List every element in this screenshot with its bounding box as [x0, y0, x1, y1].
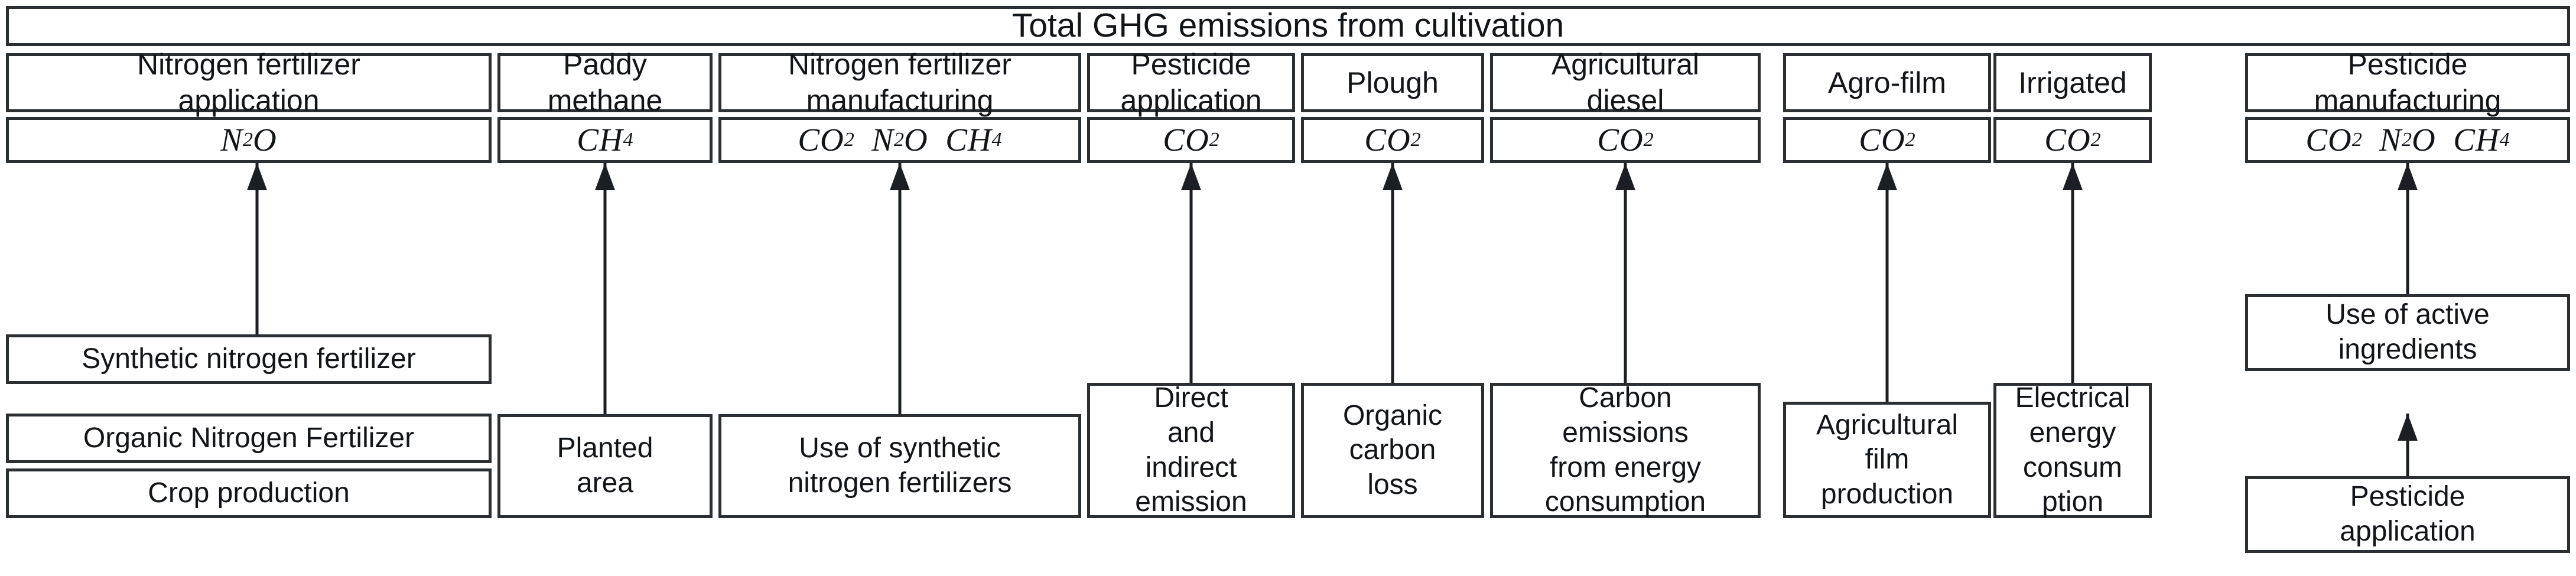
category-box-agricultural-diesel[interactable]: Agricultural diesel	[1490, 48, 1761, 117]
category-box-nitrogen-fertilizer-application[interactable]: Nitrogen fertilizer application	[6, 48, 492, 117]
source-box-use-of-active-ingredients[interactable]: Use of active ingredients	[2245, 294, 2570, 371]
category-box-pesticide-application[interactable]: Pesticide application	[1087, 48, 1295, 117]
arrow-up-icon-pesticide-application	[1179, 163, 1203, 383]
source-box-organic-carbon-loss[interactable]: Organic carbon loss	[1301, 383, 1484, 518]
arrow-up-icon-plough	[1381, 163, 1404, 383]
source-box-pesticide-application-bottom[interactable]: Pesticide application	[2245, 476, 2570, 553]
source-box-planted-area[interactable]: Planted area	[497, 414, 713, 518]
category-box-agro-film[interactable]: Agro-film	[1783, 53, 1991, 112]
diagram-title: Total GHG emissions from cultivation	[6, 6, 2570, 46]
category-box-irrigated[interactable]: Irrigated	[1993, 53, 2152, 112]
category-box-paddy-methane[interactable]: Paddy methane	[497, 48, 713, 117]
source-box-crop-production[interactable]: Crop production	[6, 468, 492, 518]
arrow-up-icon-nitrogen-fertilizer-application	[245, 163, 269, 334]
category-box-nitrogen-fertilizer-manufacturing[interactable]: Nitrogen fertilizer manufacturing	[718, 48, 1081, 117]
arrow-up-icon-agro-film	[1875, 163, 1899, 402]
category-box-plough[interactable]: Plough	[1301, 53, 1484, 112]
arrow-up-icon-irrigated	[2061, 163, 2084, 383]
source-box-carbon-emissions-from-energy-consumption[interactable]: Carbon emissions from energy consumption	[1490, 382, 1761, 518]
arrow-up-icon-paddy-methane	[593, 163, 617, 414]
arrow-up-icon-agricultural-diesel	[1614, 163, 1637, 383]
source-box-direct-and-indirect-emission[interactable]: Direct and indirect emission	[1087, 382, 1295, 518]
arrow-up-icon-pesticide-manufacturing	[2396, 163, 2419, 294]
category-box-pesticide-manufacturing[interactable]: Pesticide manufacturing	[2245, 48, 2570, 117]
source-box-synthetic-nitrogen-fertilizer[interactable]: Synthetic nitrogen fertilizer	[6, 334, 492, 384]
source-box-use-of-synthetic-nitrogen-fertilizers[interactable]: Use of synthetic nitrogen fertilizers	[718, 414, 1081, 518]
arrow-up-icon-nitrogen-fertilizer-manufacturing	[888, 163, 912, 414]
arrow-up-icon-pesticide-application-to-active-ingredients	[2396, 414, 2419, 476]
source-box-organic-nitrogen-fertilizer[interactable]: Organic Nitrogen Fertilizer	[6, 414, 492, 463]
source-box-electrical-energy-consumption[interactable]: Electrical energy consum ption	[1993, 382, 2152, 518]
source-box-agricultural-film-production[interactable]: Agricultural film production	[1783, 402, 1991, 518]
